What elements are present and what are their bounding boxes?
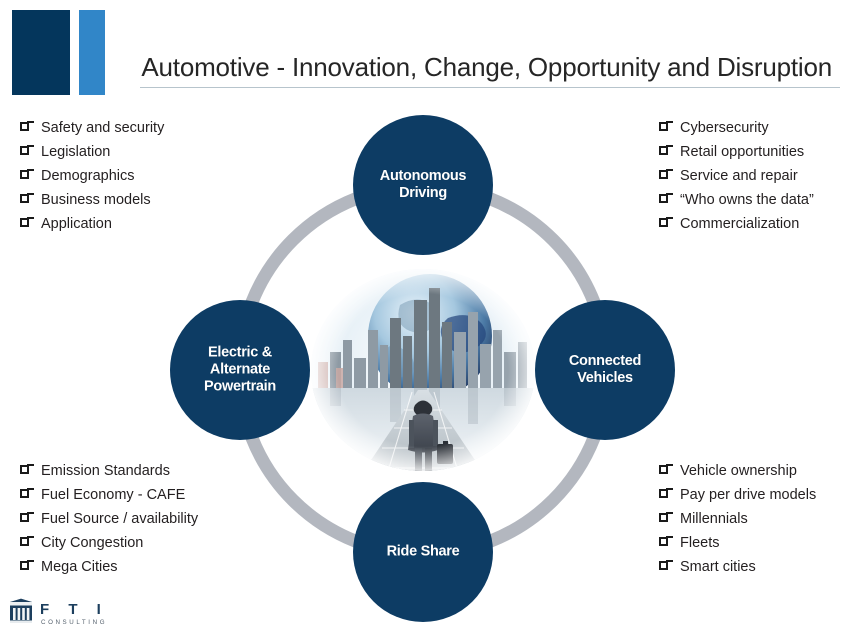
list-item-label: Application bbox=[41, 216, 112, 232]
list-item: Application bbox=[20, 212, 164, 236]
checkbox-bullet-icon bbox=[20, 192, 34, 203]
column-building-icon bbox=[10, 598, 32, 623]
list-item-label: Fleets bbox=[680, 535, 720, 551]
checkbox-bullet-icon bbox=[20, 559, 34, 570]
list-item-label: Demographics bbox=[41, 168, 135, 184]
list-item: Smart cities bbox=[659, 555, 816, 579]
checkbox-bullet-icon bbox=[659, 216, 673, 227]
list-item: Pay per drive models bbox=[659, 483, 816, 507]
checkbox-bullet-icon bbox=[20, 487, 34, 498]
checkbox-bullet-icon bbox=[20, 120, 34, 131]
list-item-label: City Congestion bbox=[41, 535, 144, 551]
list-item: Service and repair bbox=[659, 164, 814, 188]
list-item-label: Service and repair bbox=[680, 168, 798, 184]
list-item-label: Fuel Economy - CAFE bbox=[41, 487, 186, 503]
checkbox-bullet-icon bbox=[659, 120, 673, 131]
list-item: Cybersecurity bbox=[659, 116, 814, 140]
list-item-label: Retail opportunities bbox=[680, 144, 805, 160]
fti-consulting-logo: F T I CONSULTING bbox=[10, 598, 108, 626]
checkbox-bullet-icon bbox=[659, 535, 673, 546]
list-item: Legislation bbox=[20, 140, 164, 164]
list-item: Mega Cities bbox=[20, 555, 198, 579]
list-item-label: Smart cities bbox=[680, 559, 756, 575]
list-item: Safety and security bbox=[20, 116, 164, 140]
list-item: Business models bbox=[20, 188, 164, 212]
list-item: Vehicle ownership bbox=[659, 459, 816, 483]
list-item: “Who owns the data” bbox=[659, 188, 814, 212]
connector-ring bbox=[232, 179, 614, 561]
list-item: Commercialization bbox=[659, 212, 814, 236]
list-item-label: Cybersecurity bbox=[680, 120, 769, 136]
checkbox-bullet-icon bbox=[659, 487, 673, 498]
checkbox-bullet-icon bbox=[20, 216, 34, 227]
list-item: Millennials bbox=[659, 507, 816, 531]
list-item-label: Mega Cities bbox=[41, 559, 118, 575]
title-container: Automotive - Innovation, Change, Opportu… bbox=[140, 50, 840, 88]
node-label-ride-share: Ride Share bbox=[386, 543, 460, 560]
businessman-figure bbox=[404, 400, 453, 471]
list-item: City Congestion bbox=[20, 531, 198, 555]
checkbox-bullet-icon bbox=[20, 144, 34, 155]
checkbox-bullet-icon bbox=[659, 559, 673, 570]
list-item-label: Pay per drive models bbox=[680, 487, 817, 503]
list-item-label: Legislation bbox=[41, 144, 111, 160]
list-item: Fleets bbox=[659, 531, 816, 555]
center-illustration bbox=[311, 269, 535, 471]
list-item-label: Millennials bbox=[680, 511, 748, 527]
checkbox-bullet-icon bbox=[659, 144, 673, 155]
page-title: Automotive - Innovation, Change, Opportu… bbox=[141, 52, 832, 82]
fti-subtitle: CONSULTING bbox=[41, 619, 107, 626]
header-accent-block-light bbox=[79, 10, 105, 95]
checkbox-bullet-icon bbox=[20, 463, 34, 474]
header-accent-block-dark bbox=[12, 10, 70, 95]
checkbox-bullet-icon bbox=[20, 511, 34, 522]
checkbox-bullet-icon bbox=[20, 168, 34, 179]
list-item-label: Safety and security bbox=[41, 120, 165, 136]
fti-wordmark: F T I bbox=[40, 601, 108, 618]
list-item-label: Emission Standards bbox=[41, 463, 170, 479]
list-item-label: Fuel Source / availability bbox=[41, 511, 199, 527]
title-underline bbox=[140, 87, 840, 88]
list-item-label: “Who owns the data” bbox=[680, 192, 814, 208]
checkbox-bullet-icon bbox=[659, 511, 673, 522]
checkbox-bullet-icon bbox=[20, 535, 34, 546]
list-item: Demographics bbox=[20, 164, 164, 188]
checkbox-bullet-icon bbox=[659, 192, 673, 203]
list-item-label: Business models bbox=[41, 192, 151, 208]
list-item-label: Vehicle ownership bbox=[680, 463, 797, 479]
list-item: Fuel Source / availability bbox=[20, 507, 198, 531]
list-item: Emission Standards bbox=[20, 459, 198, 483]
checkbox-bullet-icon bbox=[659, 168, 673, 179]
list-item: Fuel Economy - CAFE bbox=[20, 483, 198, 507]
list-item-label: Commercialization bbox=[680, 216, 800, 232]
list-item: Retail opportunities bbox=[659, 140, 814, 164]
checkbox-bullet-icon bbox=[659, 463, 673, 474]
